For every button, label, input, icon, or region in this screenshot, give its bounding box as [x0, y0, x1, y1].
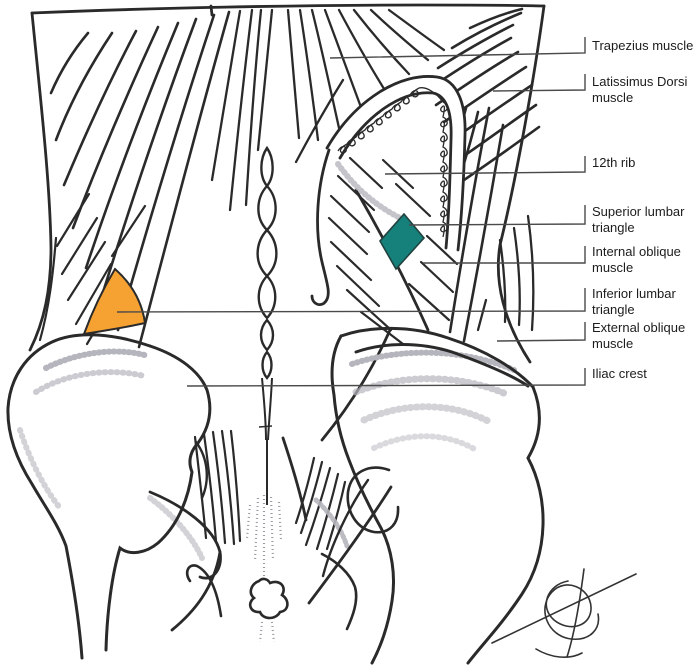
leader-internal-oblique	[423, 246, 586, 264]
coccyx-shape	[248, 577, 289, 620]
label-internal-oblique-muscle: Internal oblique muscle	[592, 244, 681, 275]
multifidus-hatching	[193, 429, 347, 551]
label-inferior-lumbar-triangle: Inferior lumbar triangle	[592, 286, 676, 317]
internal-oblique-hatching	[327, 156, 459, 346]
latissimus-free-border-hook	[310, 148, 331, 306]
torso-outline	[28, 3, 546, 364]
label-trapezius-muscle: Trapezius muscle	[592, 38, 694, 53]
leader-trapezius	[329, 37, 586, 59]
latissimus-hatching-right	[428, 7, 541, 343]
label-superior-lumbar-triangle: Superior lumbar triangle	[592, 204, 685, 235]
leader-12th-rib	[384, 156, 586, 175]
leader-latissimus	[492, 74, 586, 92]
leader-iliac-crest	[186, 368, 586, 387]
label-external-oblique-muscle: External oblique muscle	[592, 320, 686, 351]
artist-signature	[491, 568, 637, 658]
leader-superior-triangle	[408, 205, 586, 226]
stipple-shading	[17, 161, 517, 561]
inferior-lumbar-triangle-shape	[82, 267, 147, 336]
right-hip-bone	[307, 326, 545, 665]
leader-lines	[116, 37, 586, 387]
sacrum-stipple	[245, 495, 283, 643]
rib-scribble-left	[337, 87, 420, 154]
twelfth-rib-shape	[325, 75, 467, 252]
label-12th-rib: 12th rib	[592, 155, 636, 170]
leader-inferior-triangle	[116, 288, 586, 313]
leader-external-oblique	[496, 322, 586, 342]
vertebral-column	[256, 145, 278, 505]
label-latissimus-dorsi-muscle: Latissimus Dorsi muscle	[592, 74, 688, 105]
latissimus-hatching-left	[49, 10, 231, 349]
label-iliac-crest: Iliac crest	[592, 366, 647, 381]
trapezius-hatching-left	[210, 8, 274, 212]
trapezius-hatching-right	[286, 8, 446, 164]
rib-scribble-right	[440, 101, 448, 238]
superior-lumbar-triangle-shape	[379, 212, 426, 271]
left-hip-bone	[6, 333, 223, 660]
